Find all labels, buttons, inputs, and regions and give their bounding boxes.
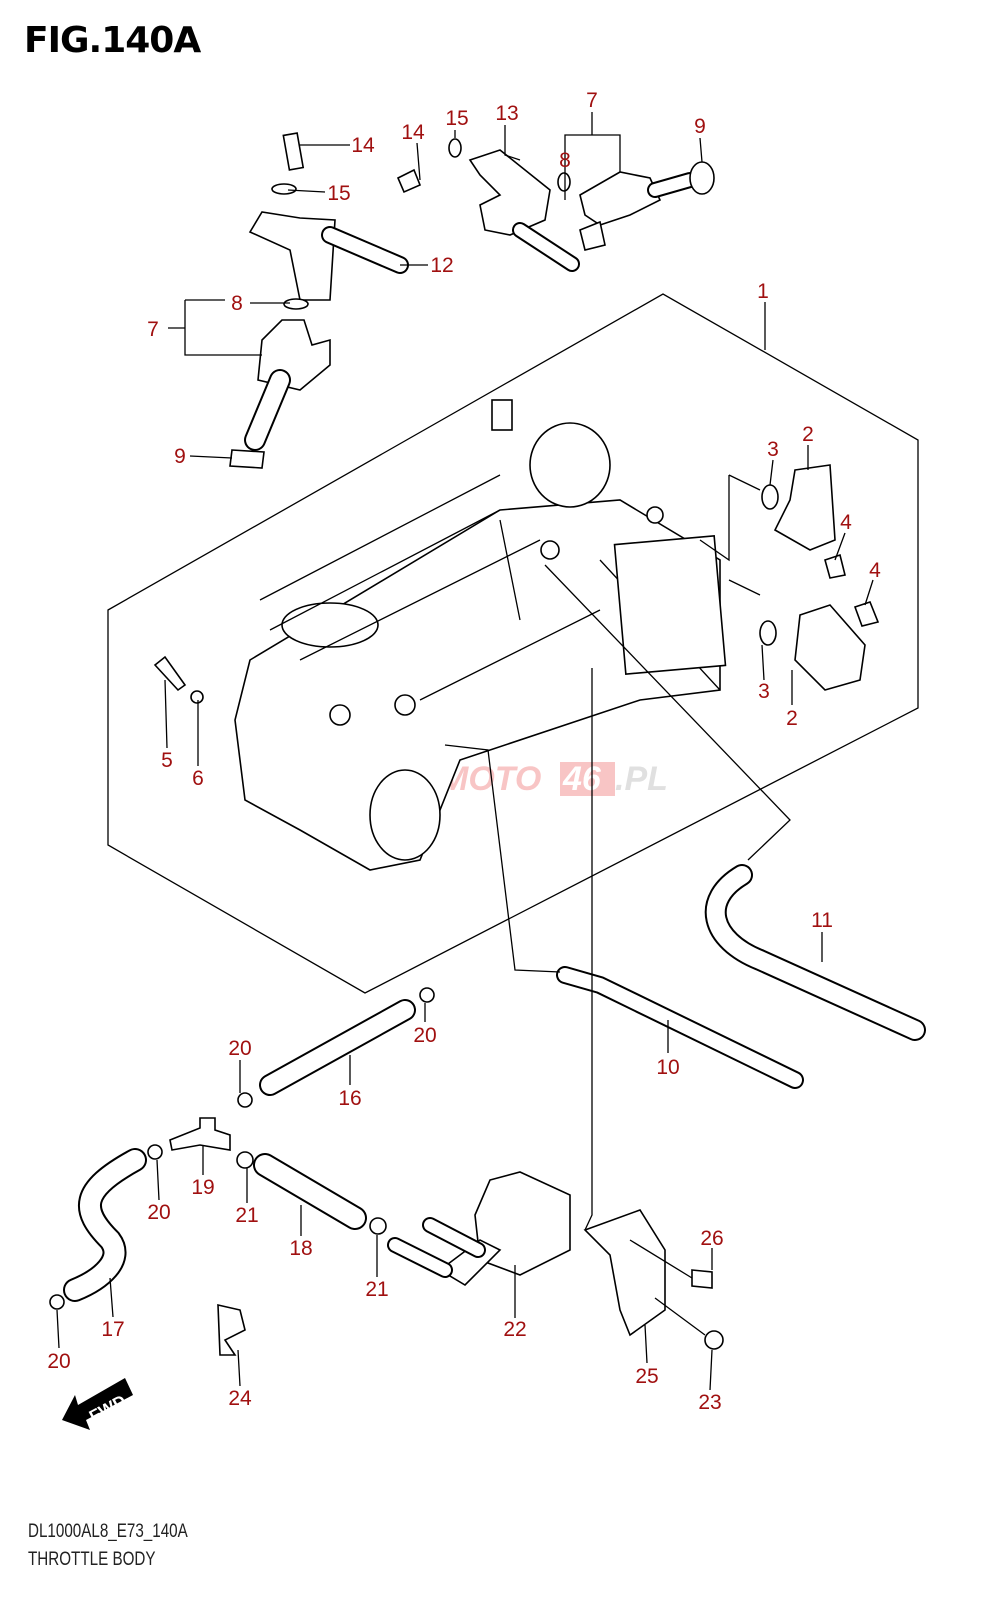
figure-name: THROTTLE BODY — [28, 1549, 156, 1570]
fuel-injector-left — [229, 132, 409, 469]
figure-code: DL1000AL8_E73_140A — [28, 1521, 188, 1542]
svg-text:46: 46 — [562, 760, 602, 798]
callout-8: 8 — [559, 149, 571, 172]
screw-5 — [153, 655, 187, 692]
throttle-body — [234, 399, 727, 871]
leader-lines — [56, 112, 874, 1391]
o-ring-6 — [190, 690, 204, 704]
callout-2: 2 — [786, 707, 798, 730]
callout-20: 20 — [147, 1201, 170, 1224]
callout-18: 18 — [289, 1237, 312, 1260]
callout-11: 11 — [811, 909, 833, 932]
callout-3: 3 — [758, 680, 770, 703]
callout-1: 1 — [757, 280, 769, 303]
callout-5: 5 — [161, 749, 173, 772]
callout-13: 13 — [495, 102, 518, 125]
callout-14: 14 — [351, 134, 375, 157]
callout-10: 10 — [656, 1056, 679, 1079]
callout-7: 7 — [147, 318, 159, 341]
callout-16: 16 — [338, 1087, 361, 1110]
fuel-injector-right — [396, 138, 715, 272]
solenoid-valve — [387, 1171, 571, 1287]
callout-7: 7 — [586, 89, 598, 112]
callout-2: 2 — [802, 423, 814, 446]
fwd-arrow-icon: FWD — [62, 1378, 133, 1430]
callout-20: 20 — [413, 1024, 436, 1047]
hoses — [63, 864, 926, 1302]
bracket-25 — [583, 1209, 666, 1337]
callout-19: 19 — [191, 1176, 214, 1199]
callout-22: 22 — [503, 1318, 526, 1341]
callout-15: 15 — [327, 182, 350, 205]
throttle-body-assembly-frame — [107, 293, 919, 994]
callout-6: 6 — [192, 767, 204, 790]
svg-text:.PL: .PL — [615, 760, 668, 798]
callout-3: 3 — [767, 438, 779, 461]
callout-9: 9 — [174, 445, 186, 468]
callout-17: 17 — [101, 1318, 124, 1341]
callout-21: 21 — [365, 1278, 388, 1301]
t-joint-19 — [169, 1117, 231, 1151]
callout-15: 15 — [445, 107, 468, 130]
callout-23: 23 — [698, 1391, 721, 1414]
callout-8: 8 — [231, 292, 243, 315]
callout-21: 21 — [235, 1204, 258, 1227]
callout-12: 12 — [430, 254, 453, 277]
callout-14: 14 — [401, 121, 425, 144]
callout-4: 4 — [869, 559, 881, 582]
callout-4: 4 — [840, 511, 852, 534]
clamps — [49, 987, 435, 1356]
throttle-position-sensors — [759, 464, 880, 691]
callout-26: 26 — [700, 1227, 723, 1250]
callouts: 14 15 14 15 13 7 8 9 12 8 7 9 1 3 2 4 4 … — [47, 89, 881, 1414]
nut-23 — [704, 1330, 724, 1350]
figure-title: FIG.140A — [24, 20, 201, 61]
bolt-26 — [691, 1269, 713, 1289]
callout-25: 25 — [635, 1365, 658, 1388]
callout-20: 20 — [47, 1350, 70, 1373]
callout-9: 9 — [694, 115, 706, 138]
callout-20: 20 — [228, 1037, 251, 1060]
callout-24: 24 — [228, 1387, 252, 1410]
